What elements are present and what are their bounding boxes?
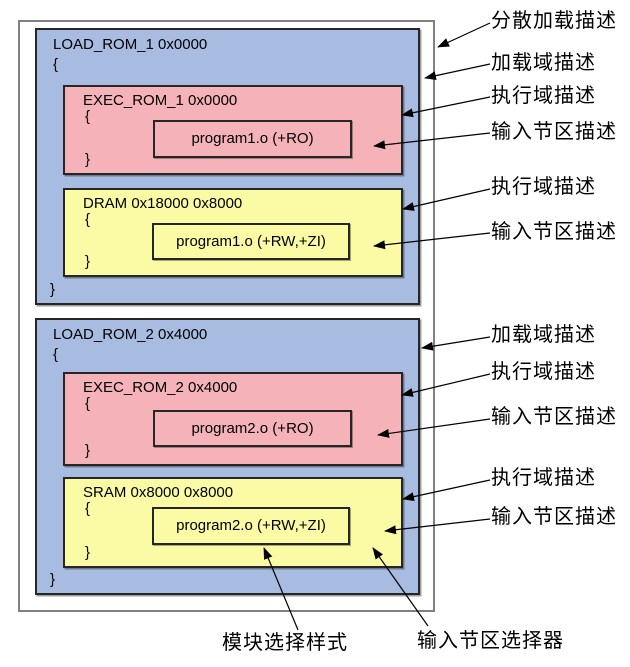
close-brace: } bbox=[50, 571, 56, 588]
open-brace: { bbox=[85, 500, 91, 517]
open-brace: { bbox=[85, 211, 91, 228]
exec-region-box-sram: SRAM 0x8000 0x8000 { program2.o (+RW,+ZI… bbox=[63, 477, 403, 568]
label-module-selection-pattern: 模块选择样式 bbox=[222, 632, 348, 654]
close-brace: } bbox=[85, 442, 91, 459]
close-brace: } bbox=[50, 281, 56, 298]
input-section-text-3: program2.o (+RO) bbox=[191, 419, 314, 437]
label-exec-region-desc-1: 执行域描述 bbox=[491, 85, 596, 107]
dram-region-title: DRAM 0x18000 0x8000 bbox=[83, 195, 243, 212]
input-section-box-4: program2.o (+RW,+ZI) bbox=[152, 507, 350, 545]
label-input-section-desc-2: 输入节区描述 bbox=[491, 221, 617, 243]
exec-region-box-dram: DRAM 0x18000 0x8000 { program1.o (+RW,+Z… bbox=[63, 188, 403, 277]
label-input-section-desc-1: 输入节区描述 bbox=[491, 121, 617, 143]
sram-region-title: SRAM 0x8000 0x8000 bbox=[83, 484, 234, 501]
load-region-title-2: LOAD_ROM_2 0x4000 bbox=[53, 326, 208, 343]
label-scatter-description: 分散加载描述 bbox=[491, 10, 617, 32]
input-section-text-2: program1.o (+RW,+ZI) bbox=[176, 232, 326, 250]
label-load-region-desc-2: 加载域描述 bbox=[491, 324, 596, 346]
close-brace: } bbox=[85, 253, 91, 270]
label-input-section-desc-4: 输入节区描述 bbox=[491, 506, 617, 528]
exec-region-box-2: EXEC_ROM_2 0x4000 { program2.o (+RO) } bbox=[63, 372, 403, 466]
label-load-region-desc-1: 加载域描述 bbox=[491, 52, 596, 74]
load-region-box-1: LOAD_ROM_1 0x0000 { EXEC_ROM_1 0x0000 { … bbox=[35, 28, 420, 305]
exec-region-title-1: EXEC_ROM_1 0x0000 bbox=[83, 92, 238, 109]
arrow-scatter-description bbox=[437, 22, 491, 48]
label-input-section-selector: 输入节区选择器 bbox=[417, 630, 564, 652]
label-exec-region-desc-4: 执行域描述 bbox=[491, 467, 596, 489]
exec-region-title-2: EXEC_ROM_2 0x4000 bbox=[83, 379, 238, 396]
open-brace: { bbox=[53, 346, 59, 363]
load-region-box-2: LOAD_ROM_2 0x4000 { EXEC_ROM_2 0x4000 { … bbox=[35, 318, 420, 595]
close-brace: } bbox=[85, 544, 91, 561]
close-brace: } bbox=[85, 151, 91, 168]
label-exec-region-desc-2: 执行域描述 bbox=[491, 176, 596, 198]
label-exec-region-desc-3: 执行域描述 bbox=[491, 361, 596, 383]
input-section-text-4: program2.o (+RW,+ZI) bbox=[176, 517, 326, 534]
input-section-box-2: program1.o (+RW,+ZI) bbox=[152, 223, 350, 260]
open-brace: { bbox=[85, 108, 91, 125]
input-section-box-1: program1.o (+RO) bbox=[153, 120, 352, 158]
scatter-description-box: LOAD_ROM_1 0x0000 { EXEC_ROM_1 0x0000 { … bbox=[18, 20, 435, 612]
input-section-text-1: program1.o (+RO) bbox=[191, 130, 314, 147]
load-region-title-1: LOAD_ROM_1 0x0000 bbox=[53, 36, 208, 53]
exec-region-box-1: EXEC_ROM_1 0x0000 { program1.o (+RO) } bbox=[63, 85, 403, 175]
open-brace: { bbox=[85, 395, 91, 412]
open-brace: { bbox=[53, 56, 59, 73]
input-section-box-3: program2.o (+RO) bbox=[153, 410, 352, 447]
label-input-section-desc-3: 输入节区描述 bbox=[491, 406, 617, 428]
